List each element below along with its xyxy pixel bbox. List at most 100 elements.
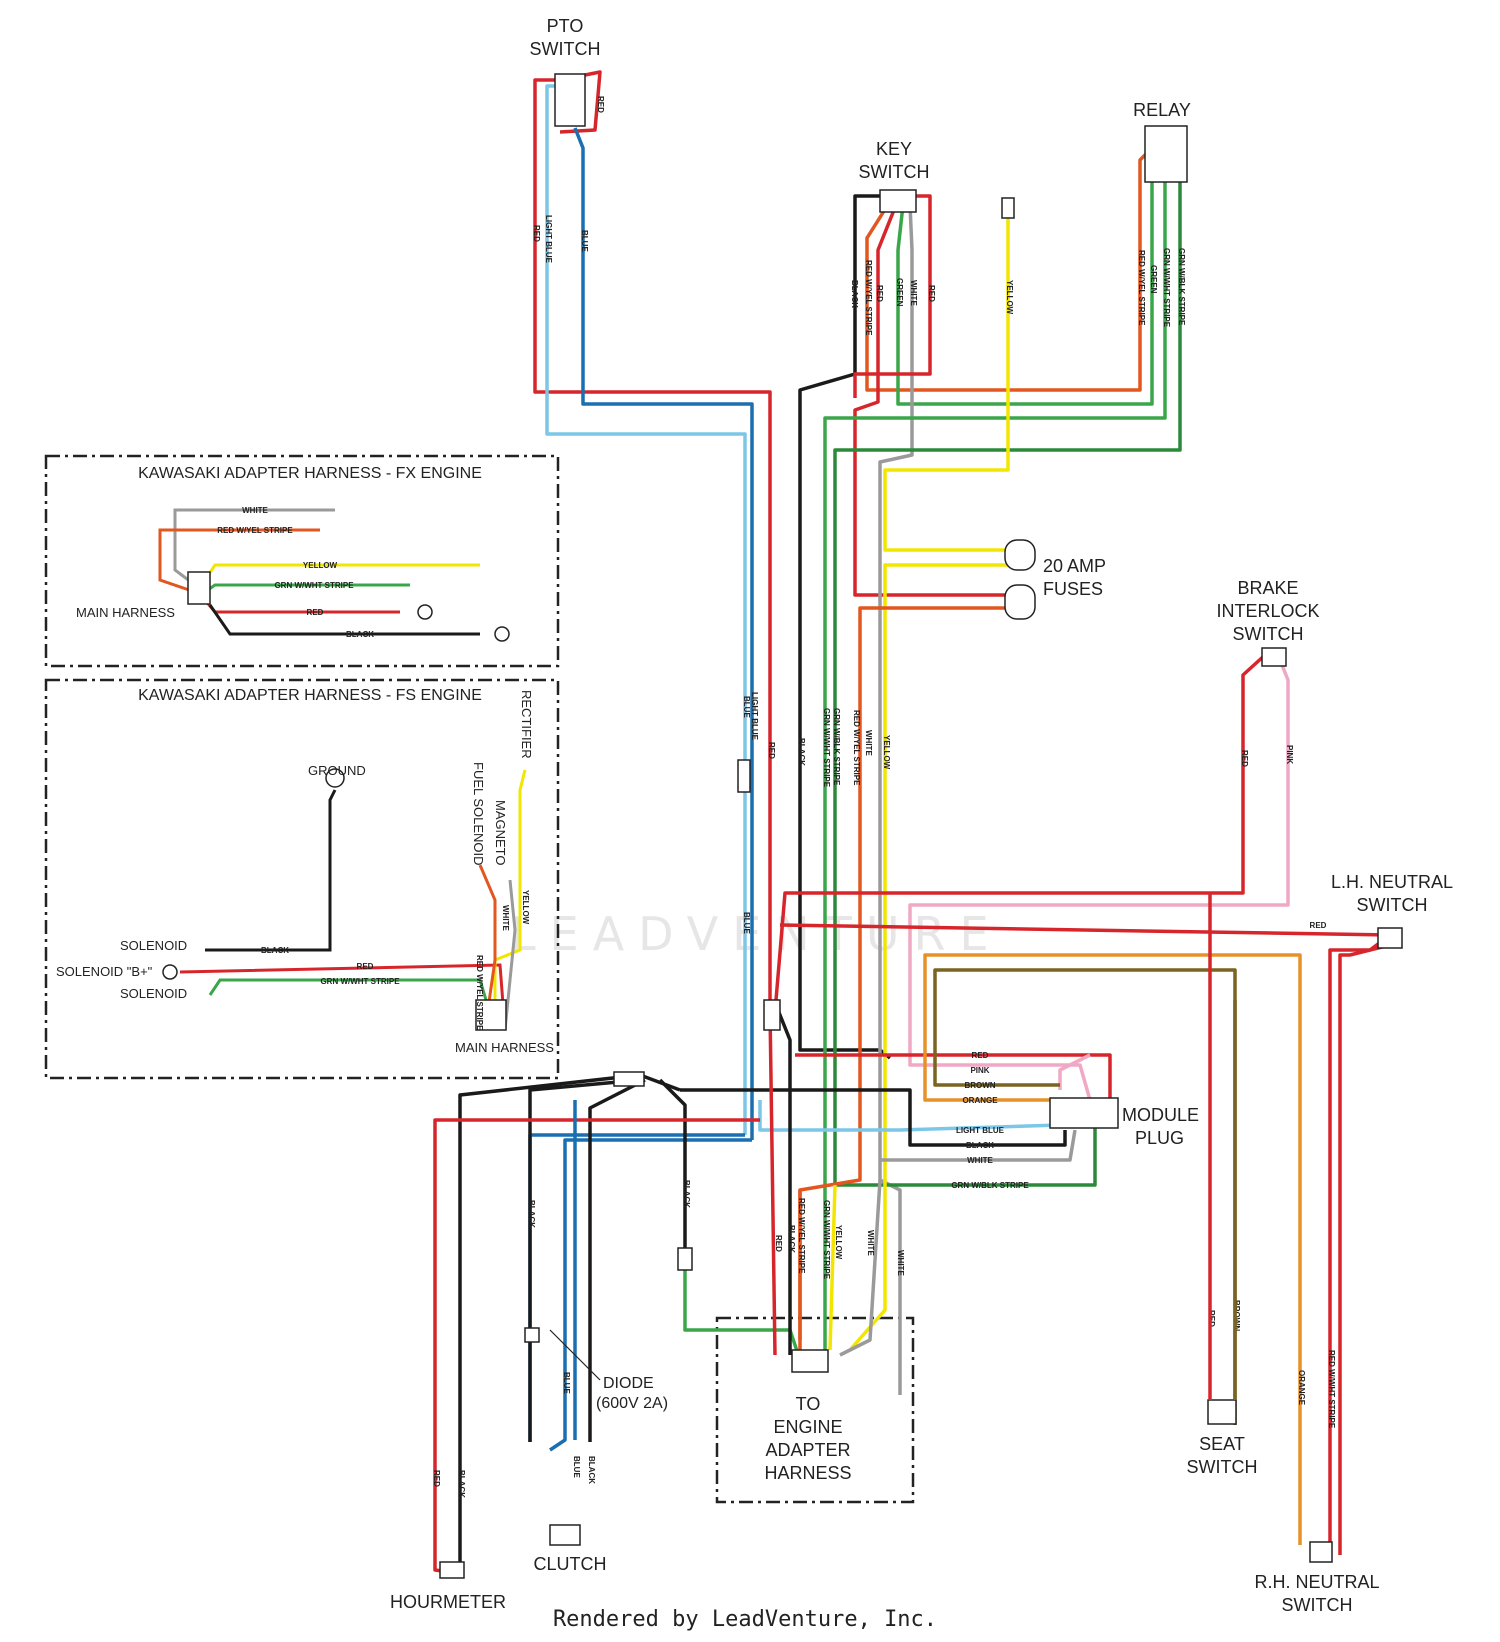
diode-label-2: (600V 2A)	[596, 1395, 668, 1412]
wire-blue-trunk	[549, 1138, 752, 1452]
fs-solenoid-b-label: SOLENOID "B+"	[56, 964, 153, 979]
engine-adapter-label-1: TO	[796, 1394, 821, 1414]
engine-adapter-label-3: ADAPTER	[765, 1440, 850, 1460]
clutch-label: CLUTCH	[533, 1554, 606, 1574]
wl-key-red2: RED	[927, 285, 936, 302]
wire-yellow-main	[848, 563, 1010, 1352]
wire-low-black3	[588, 1078, 646, 1442]
pto-switch-label-2: SWITCH	[530, 39, 601, 59]
wl-mod-black: BLACK	[966, 1141, 994, 1150]
wl-low-blue: BLUE	[562, 1372, 571, 1394]
fx-wire-label-black: BLACK	[346, 630, 374, 639]
wl-pto-red: RED	[532, 225, 541, 242]
fuses-label-2: FUSES	[1043, 579, 1103, 599]
brake-label-1: BRAKE	[1237, 578, 1298, 598]
wire-low-black4	[658, 1078, 687, 1250]
seat-switch-label-2: SWITCH	[1187, 1457, 1258, 1477]
fs-fuel-solenoid-label: FUEL SOLENOID	[471, 762, 486, 866]
relay-label: RELAY	[1133, 100, 1191, 120]
wire-pto-red	[533, 78, 772, 1000]
hourmeter-connector	[439, 1561, 465, 1579]
wl-brake-pink: PINK	[1285, 745, 1294, 764]
module-plug-connector	[1049, 1097, 1119, 1129]
wl-relay-grnblk: GRN W/BLK STRIPE	[1177, 248, 1186, 326]
key-switch-connector	[879, 189, 917, 213]
fx-ring-terminal-black	[494, 626, 510, 642]
brake-label-3: SWITCH	[1233, 624, 1304, 644]
yellow-terminal	[1001, 197, 1015, 219]
fuse-1	[1004, 539, 1036, 571]
wl-low-black: BLACK	[527, 1200, 536, 1228]
wl-mod-grnblk: GRN W/BLK STRIPE	[951, 1181, 1029, 1190]
wl-relay-redyel: RED W/YEL STRIPE	[1137, 250, 1146, 326]
clutch-connector	[549, 1524, 581, 1546]
wl-relay-grnwht: GRN W/WHT STRIPE	[1162, 248, 1171, 328]
wl-eng-yellow: YELLOW	[834, 1225, 843, 1260]
diode-label-1: DIODE	[603, 1375, 654, 1392]
wl-mid-blue: BLUE	[742, 696, 751, 718]
brake-label-2: INTERLOCK	[1216, 601, 1319, 621]
wl-eng-black: BLACK	[787, 1225, 796, 1253]
wl-low-black4: BLACK	[457, 1470, 466, 1498]
pto-switch-connector	[554, 73, 586, 127]
fs-magneto-label: MAGNETO	[493, 800, 508, 866]
wire-eng-red	[768, 1009, 777, 1356]
wl-lh-red: RED	[1310, 921, 1327, 930]
wire-mod-lightblue	[758, 1100, 1061, 1132]
wire-eng-white	[839, 1179, 882, 1357]
wl-eng-grnwht: GRN W/WHT STRIPE	[822, 1200, 831, 1280]
wl-mid-white: WHITE	[864, 730, 873, 756]
fs-main-harness-connector	[475, 999, 507, 1031]
diode-leader	[549, 1329, 601, 1381]
fs-rectifier-label: RECTIFIER	[519, 690, 534, 759]
fx-wire-label-white: WHITE	[242, 506, 268, 515]
fs-solenoid-b-ring	[162, 964, 178, 980]
wl-key-black: BLACK	[850, 280, 859, 308]
fx-wire-label-yellow: YELLOW	[303, 561, 338, 570]
wire-eng-yellow	[828, 1184, 837, 1351]
fs-wire-label-yellow: YELLOW	[521, 890, 530, 925]
fs-solenoid-label-2: SOLENOID	[120, 986, 187, 1001]
wl-mid-black: BLACK	[797, 738, 806, 766]
engine-adapter-label-2: ENGINE	[773, 1417, 842, 1437]
inline-connector-lower	[763, 999, 781, 1031]
wire-relay-grnwht	[823, 165, 1167, 1190]
wire-mod-orange	[923, 953, 1302, 1545]
lh-neutral-label-2: SWITCH	[1357, 895, 1428, 915]
hourmeter-label: HOURMETER	[390, 1592, 506, 1612]
wl-eng-white2: WHITE	[896, 1250, 905, 1276]
fs-engine-box	[44, 678, 560, 1080]
wires	[433, 70, 1392, 1574]
wire-mod-brown	[933, 968, 1237, 1425]
wl-low-red: RED	[432, 1470, 441, 1487]
wire-key-white	[878, 204, 914, 1395]
fs-box-title: KAWASAKI ADAPTER HARNESS - FS ENGINE	[138, 687, 482, 704]
wl-pto-lightblue: LIGHT BLUE	[544, 215, 553, 264]
wl-mid-grnwht: GRN W/WHT STRIPE	[822, 708, 831, 788]
fs-wire-label-red: RED	[357, 962, 374, 971]
wl-yellow-top: YELLOW	[1005, 280, 1014, 315]
wl-mid-redyel: RED W/YEL STRIPE	[852, 710, 861, 786]
rh-neutral-label-1: R.H. NEUTRAL	[1254, 1572, 1379, 1592]
footer: Rendered by LeadVenture, Inc.	[553, 1607, 937, 1632]
lh-neutral-connector	[1377, 927, 1403, 949]
fx-wire-label-redyel: RED W/YEL STRIPE	[217, 526, 293, 535]
fs-ground-label: GROUND	[308, 763, 366, 778]
wl-low-blue2: BLUE	[572, 1456, 581, 1478]
wire-lh-red	[779, 923, 1391, 937]
wl-pto-blue: BLUE	[580, 230, 589, 252]
wire-relay-grnblk	[833, 160, 1182, 1187]
wire-low-green	[683, 1265, 802, 1361]
fx-wire-label-grnwht: GRN W/WHT STRIPE	[274, 581, 354, 590]
wire-rh-redwht	[1314, 933, 1392, 1562]
seat-switch-connector	[1207, 1399, 1237, 1425]
fs-wire-label-redyel: RED W/YEL STRIPE	[475, 955, 484, 1031]
wl-mod-red: RED	[972, 1051, 989, 1060]
module-plug-label-1: MODULE	[1122, 1105, 1199, 1125]
engine-adapter-connector	[791, 1349, 829, 1373]
wire-mod-white	[880, 1129, 1077, 1162]
seat-switch-label-1: SEAT	[1199, 1434, 1245, 1454]
rh-neutral-connector	[1309, 1541, 1333, 1563]
wl-eng-white: WHITE	[866, 1230, 875, 1256]
